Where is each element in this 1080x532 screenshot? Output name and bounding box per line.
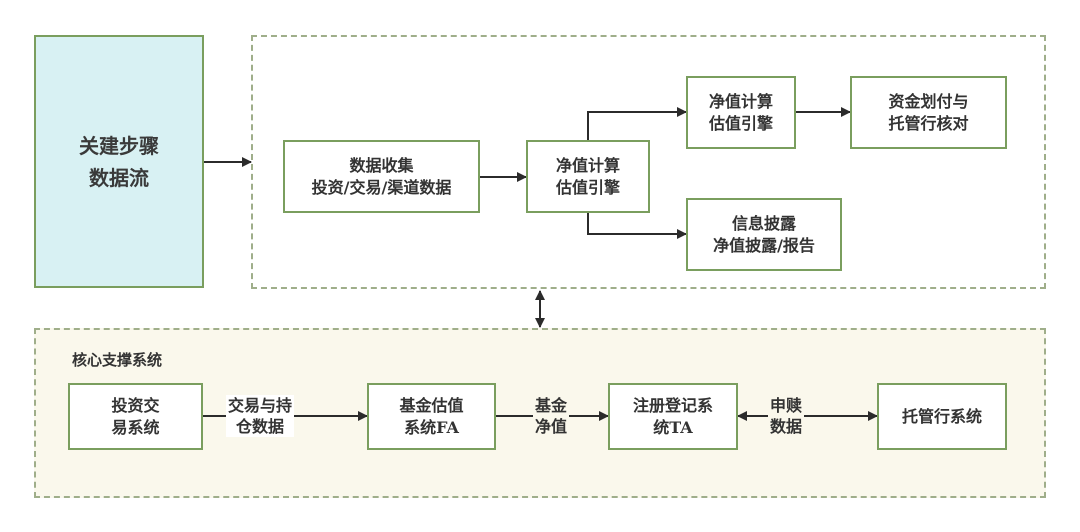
edge-label-line: 交易与持 (228, 396, 293, 415)
node-data-collection: 数据收集 投资/交易/渠道数据 (283, 140, 480, 213)
node-label: 资金划付与 (888, 91, 969, 111)
node-label: 托管行核对 (888, 113, 969, 133)
node-label: 投资交 (111, 395, 160, 415)
node-label: 系统FA (404, 417, 459, 437)
node-label: 易系统 (111, 417, 160, 437)
node-info-disclosure: 信息披露 净值披露/报告 (686, 198, 842, 271)
node-trading-system: 投资交 易系统 (68, 383, 203, 450)
edge-label-fund-nav: 基金 净值 (533, 395, 570, 437)
node-label: 净值披露/报告 (713, 235, 815, 255)
core-systems-title: 核心支撑系统 (72, 351, 163, 369)
node-custodian-system: 托管行系统 (877, 383, 1007, 450)
edge-label-trade-position-data: 交易与持 仓数据 (226, 395, 295, 437)
node-label: 估值引擎 (555, 177, 620, 197)
node-fund-accounting-fa: 基金估值 系统FA (367, 383, 496, 450)
node-transfer-agent-ta: 注册登记系 统TA (608, 383, 738, 450)
node-label: 数据收集 (349, 155, 414, 175)
node-label: 统TA (653, 417, 693, 437)
node-label: 注册登记系 (632, 395, 713, 415)
key-box-line2: 数据流 (89, 165, 149, 190)
edge-label-line: 数据 (770, 417, 803, 436)
node-nav-engine: 净值计算 估值引擎 (526, 140, 650, 213)
edge-label-line: 仓数据 (236, 417, 285, 436)
node-label: 信息披露 (731, 213, 796, 233)
node-label: 投资/交易/渠道数据 (311, 177, 452, 197)
edge-label-line: 净值 (535, 417, 568, 436)
node-label: 基金估值 (399, 395, 464, 415)
key-steps-dataflow-box: 关建步骤 数据流 (34, 35, 204, 288)
node-label: 托管行系统 (901, 406, 982, 426)
key-box-line1: 关建步骤 (79, 133, 159, 158)
node-settlement-custodian-check: 资金划付与 托管行核对 (850, 76, 1007, 149)
edge-label-line: 申赎 (770, 396, 803, 415)
arrow-engine-to-engine2 (587, 107, 687, 140)
edge-label-subscription-redemption-data: 申赎 数据 (768, 395, 805, 437)
node-nav-engine-2: 净值计算 估值引擎 (686, 76, 796, 149)
node-label: 净值计算 (555, 155, 620, 175)
node-label: 估值引擎 (708, 113, 773, 133)
node-label: 净值计算 (708, 91, 773, 111)
arrow-engine-to-disclose (587, 213, 687, 239)
edge-label-line: 基金 (535, 396, 568, 415)
